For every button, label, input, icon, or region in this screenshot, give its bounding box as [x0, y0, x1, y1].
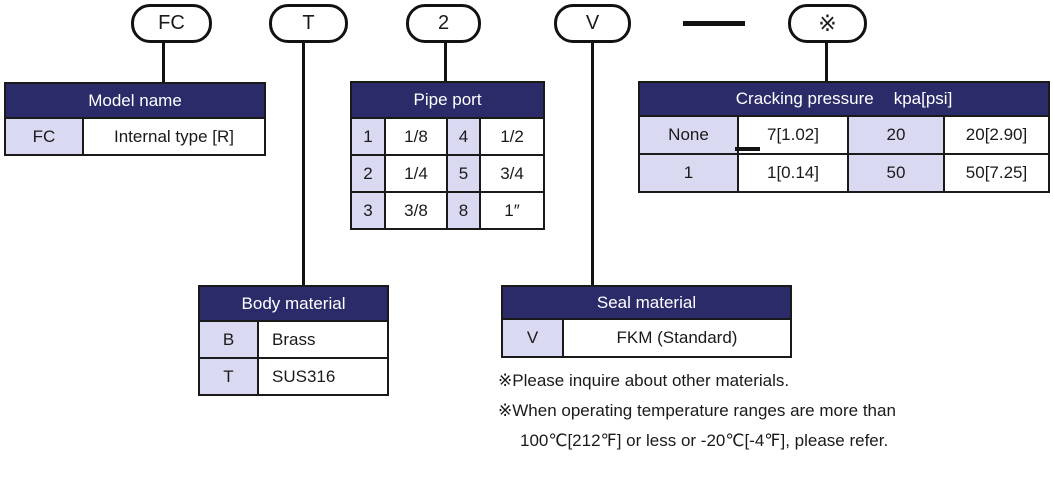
- connector-line-model: [162, 42, 165, 82]
- cracking-pressure-unit: kpa[psi]: [893, 89, 953, 108]
- value-cell: 1/8: [384, 117, 448, 156]
- footnote-line: ※When operating temperature ranges are m…: [498, 401, 896, 420]
- code-bubble-pipe-port-label: 2: [437, 12, 450, 34]
- table-header-row: Seal material: [501, 285, 792, 320]
- value-cell: Brass: [257, 320, 389, 359]
- seal-material-table-title: Seal material: [501, 285, 792, 320]
- table-row: T SUS316: [198, 357, 389, 396]
- code-cell: 1: [350, 117, 386, 156]
- connector-line-body-material: [302, 42, 305, 285]
- code-bubble-seal-material: V: [554, 4, 631, 43]
- code-cell: V: [501, 318, 564, 358]
- connector-line-pipe-port: [444, 42, 447, 81]
- code-cell: 50: [847, 153, 945, 193]
- code-cell: FC: [4, 117, 84, 156]
- table-row: FC Internal type [R]: [4, 117, 266, 156]
- code-cell: B: [198, 320, 259, 359]
- code-cell: 20: [847, 115, 945, 155]
- value-cell: 1/2: [478, 117, 546, 156]
- model-name-table: Model name FC Internal type [R]: [4, 82, 266, 156]
- code-bubble-seal-material-label: V: [585, 12, 600, 34]
- code-bubble-model: FC: [131, 4, 212, 43]
- footnote-line: ※Please inquire about other materials.: [498, 371, 790, 390]
- code-cell: 8: [446, 191, 481, 230]
- table-header-row: Pipe port: [349, 81, 546, 119]
- table-row: V FKM (Standard): [501, 318, 792, 358]
- connector-line-cracking-pressure: [825, 43, 828, 81]
- code-cell: 3: [350, 191, 386, 230]
- cracking-pressure-title-text: Cracking pressure: [735, 89, 874, 108]
- connector-line-seal-material: [591, 42, 594, 285]
- table-row: B Brass: [198, 320, 389, 359]
- model-name-table-title: Model name: [4, 82, 266, 119]
- value-cell: 3/8: [384, 191, 448, 230]
- code-cell: 2: [350, 154, 386, 193]
- table-row: None 7[1.02] 20 20[2.90]: [638, 115, 1051, 155]
- table-header-row: Cracking pressure kpa[psi]: [637, 81, 1051, 117]
- value-cell: 1[0.14]: [737, 153, 849, 193]
- body-material-table: Body material B Brass T SUS316: [198, 285, 389, 396]
- body-material-table-title: Body material: [198, 285, 389, 322]
- code-cell: 1: [638, 153, 739, 193]
- value-cell: 1″: [478, 191, 546, 230]
- code-bubble-cracking-pressure-label: ※: [818, 10, 837, 36]
- table-row: 3 3/8 8 1″: [350, 191, 546, 230]
- table-row: 2 1/4 5 3/4: [350, 154, 546, 193]
- table-header-row: Model name: [4, 82, 266, 119]
- value-cell: 1/4: [384, 154, 448, 193]
- stray-mark: [735, 147, 760, 151]
- table-row: 1 1[0.14] 50 50[7.25]: [638, 153, 1051, 193]
- seal-material-table: Seal material V FKM (Standard): [501, 285, 792, 358]
- separator-dash-icon: [683, 21, 745, 26]
- pipe-port-table-title: Pipe port: [349, 81, 546, 119]
- footnotes: ※Please inquire about other materials. ※…: [498, 366, 896, 456]
- code-bubble-model-label: FC: [158, 12, 185, 34]
- cracking-pressure-table: Cracking pressure kpa[psi] None 7[1.02] 2…: [637, 81, 1051, 193]
- value-cell: 50[7.25]: [942, 153, 1051, 193]
- code-cell: None: [638, 115, 739, 155]
- pipe-port-table: Pipe port 1 1/8 4 1/2 2 1/4 5 3/4 3 3/8 …: [349, 81, 546, 230]
- cracking-pressure-table-title: Cracking pressure kpa[psi]: [637, 81, 1051, 117]
- table-row: 1 1/8 4 1/2: [350, 117, 546, 156]
- code-bubble-pipe-port: 2: [406, 4, 481, 43]
- value-cell: 3/4: [478, 154, 546, 193]
- code-bubble-body-material: T: [269, 4, 348, 43]
- code-cell: 5: [446, 154, 481, 193]
- value-cell: Internal type [R]: [82, 117, 266, 156]
- code-bubble-cracking-pressure: ※: [788, 4, 867, 43]
- value-cell: SUS316: [257, 357, 389, 396]
- footnote-line: 100℃[212℉] or less or -20℃[-4℉], please …: [520, 431, 889, 450]
- table-header-row: Body material: [198, 285, 389, 322]
- code-bubble-body-material-label: T: [302, 12, 315, 34]
- code-cell: 4: [446, 117, 481, 156]
- value-cell: 20[2.90]: [942, 115, 1051, 155]
- value-cell: FKM (Standard): [562, 318, 792, 358]
- code-cell: T: [198, 357, 259, 396]
